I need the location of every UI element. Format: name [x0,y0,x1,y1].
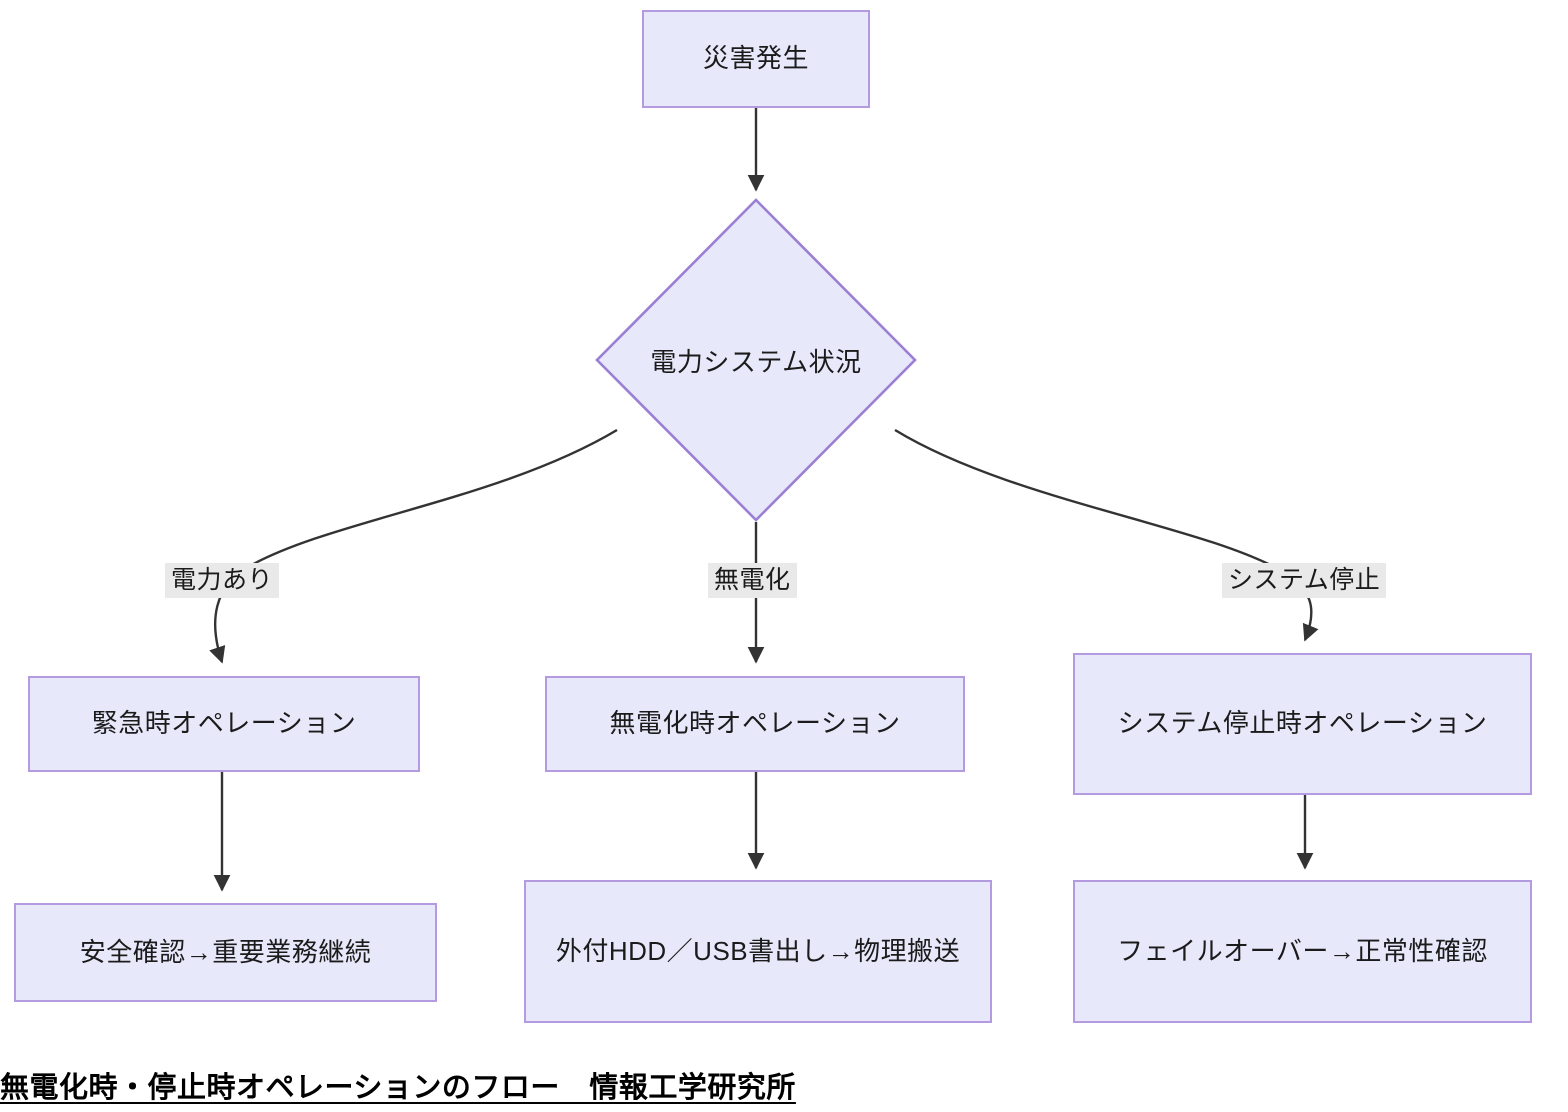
diamond-shape [595,198,917,522]
edge-label-no-power-text: 無電化 [714,566,791,594]
node-no-power-operation-label: 無電化時オペレーション [609,708,901,739]
edge-decision-to-op-halt [894,428,1319,642]
node-safety-check-action[interactable]: 安全確認→重要業務継続 [14,903,437,1002]
edge-label-power-available-text: 電力あり [171,566,274,594]
node-decision[interactable]: 電力システム状況 [595,198,917,522]
node-emergency-operation[interactable]: 緊急時オペレーション [28,676,420,772]
node-decision-label: 電力システム状況 [650,346,862,377]
node-failover-action[interactable]: フェイルオーバー→正常性確認 [1073,880,1532,1023]
edge-label-power-available: 電力あり [165,563,280,599]
node-no-power-operation[interactable]: 無電化時オペレーション [545,676,965,772]
node-start-label: 災害発生 [702,43,809,74]
node-failover-action-label: フェイルオーバー→正常性確認 [1117,935,1488,966]
node-system-halt-operation[interactable]: システム停止時オペレーション [1073,653,1532,795]
node-safety-check-action-label: 安全確認→重要業務継続 [79,936,372,967]
node-system-halt-operation-label: システム停止時オペレーション [1117,708,1488,739]
node-external-media-action[interactable]: 外付HDD／USB書出し→物理搬送 [524,880,992,1023]
node-emergency-operation-label: 緊急時オペレーション [91,708,357,739]
diagram-caption: 無電化時・停止時オペレーションのフロー 情報工学研究所 [0,1072,796,1104]
edge-label-system-halt-text: システム停止 [1228,566,1381,594]
edge-label-system-halt: システム停止 [1222,563,1387,599]
node-external-media-action-label: 外付HDD／USB書出し→物理搬送 [555,935,961,966]
edge-label-no-power: 無電化 [708,563,797,599]
node-start[interactable]: 災害発生 [642,10,870,108]
edge-decision-to-op-power [209,428,618,664]
